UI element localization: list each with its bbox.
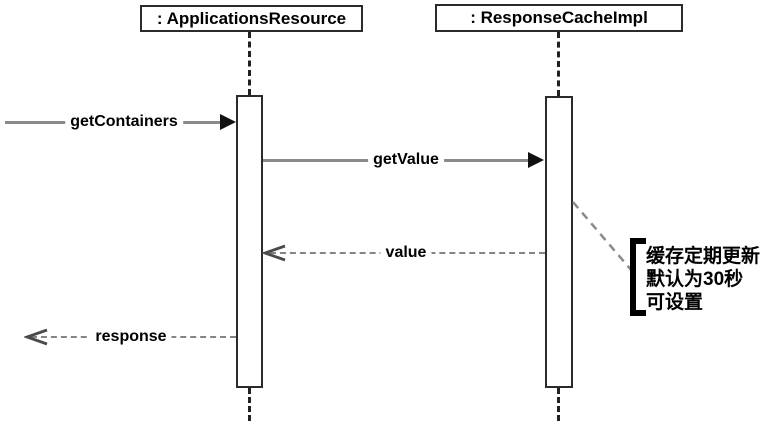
message-label-value: value [380,244,432,262]
lifeline-dash-left-lower [248,388,251,421]
note-text: 缓存定期更新 默认为30秒 可设置 [646,245,760,314]
filled-arrowhead-icon [528,152,544,168]
open-arrowhead-icon [262,244,286,262]
lifeline-label: : ResponseCacheImpl [470,8,648,27]
note-line: 可设置 [646,292,704,313]
lifeline-label: : ApplicationsResource [156,8,347,28]
note-bracket [630,238,646,316]
activation-bar-response-cache-impl [545,96,573,388]
filled-arrowhead-icon [220,114,236,130]
lifeline-head-response-cache-impl: : ResponseCacheImpl [435,4,683,32]
message-label-getcontainers: getContainers [65,113,183,131]
lifeline-head-applications-resource: : ApplicationsResource [140,5,363,32]
note-connector-line [572,201,633,272]
activation-bar-applications-resource [236,95,263,388]
lifeline-dash-right-upper [557,32,560,96]
open-arrowhead-icon [24,328,48,346]
note-line: 缓存定期更新 [646,246,761,267]
note-line: 默认为30秒 [646,269,744,290]
message-label-getvalue: getValue [368,151,444,169]
lifeline-dash-left-upper [248,32,251,95]
lifeline-dash-right-lower [557,388,560,421]
message-label-response: response [90,328,172,346]
